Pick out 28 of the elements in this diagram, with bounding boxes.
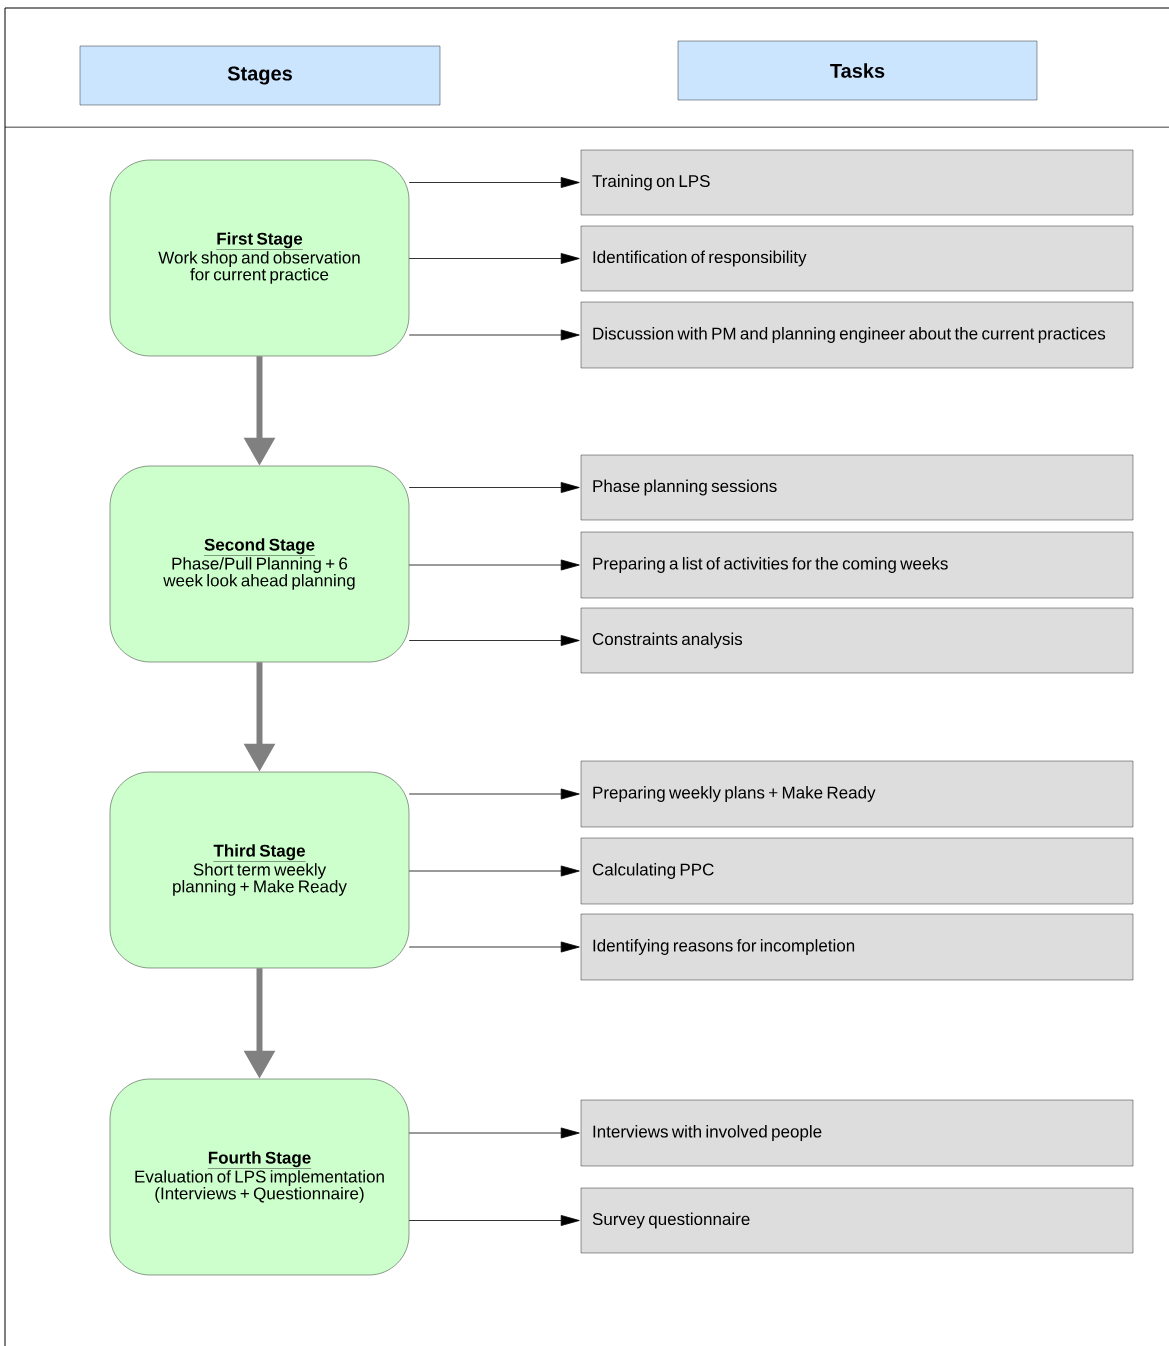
arrow <box>408 1215 580 1226</box>
arrow <box>408 1127 580 1139</box>
column-header: Tasks <box>677 40 1038 101</box>
arrow <box>408 559 580 571</box>
arrow <box>408 865 580 877</box>
task-box: Survey questionnaire <box>580 1187 1134 1254</box>
arrow <box>408 329 580 341</box>
task-box: Identifying reasons for incompletion <box>580 913 1134 981</box>
arrow <box>408 177 580 188</box>
arrow <box>408 788 580 800</box>
stage-box: Second Stage Phase/Pull Planning + 6 week look ahead planning <box>109 465 410 663</box>
task-box: Preparing weekly plans + Make Ready <box>580 760 1134 828</box>
task-box: Constraints analysis <box>580 607 1134 674</box>
stage-box: Third Stage Short term weekly planning + Make Ready <box>109 771 410 969</box>
arrow <box>408 253 580 264</box>
arrow <box>408 482 580 493</box>
task-box: Phase planning sessions <box>580 454 1134 521</box>
task-box: Interviews with involved people <box>580 1099 1134 1167</box>
column-header: Stages <box>79 45 441 106</box>
task-box: Identification of responsibility <box>580 225 1134 292</box>
arrow <box>408 635 580 646</box>
arrow <box>408 941 580 953</box>
task-box: Discussion with PM and planning engineer about the current practices <box>580 301 1134 369</box>
stage-box: First Stage Work shop and observation for current practice <box>109 159 410 357</box>
stage-box: Fourth Stage Evaluation of LPS implementation (Interviews + Questionnaire) <box>109 1078 410 1276</box>
task-box: Preparing a list of activities for the coming weeks <box>580 531 1134 599</box>
task-box: Training on LPS <box>580 149 1134 216</box>
task-box: Calculating PPC <box>580 837 1134 905</box>
